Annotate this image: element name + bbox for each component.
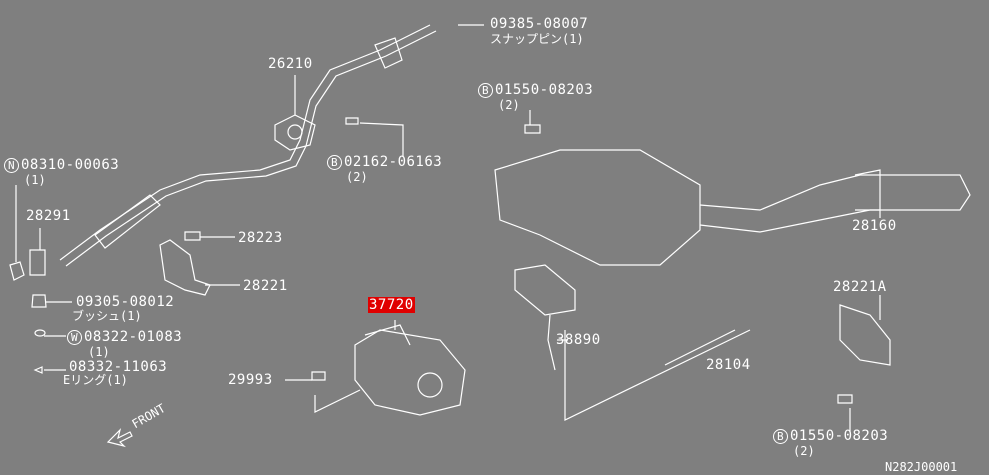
leader-lines bbox=[15, 24, 881, 432]
part-number-09305-08012[interactable]: 09305-08012 bbox=[76, 294, 175, 310]
part-number-text: 01550-08203 bbox=[495, 82, 594, 98]
part-number-09385-08007[interactable]: 09385-08007 bbox=[490, 16, 589, 32]
part-qty: (2) bbox=[498, 98, 520, 112]
w-circle-icon: W bbox=[67, 330, 82, 345]
part-number-text: 01550-08203 bbox=[790, 428, 889, 444]
switch-37720-drawing bbox=[354, 324, 466, 416]
part-number-text: 08322-01083 bbox=[84, 329, 183, 345]
lever-assembly-drawing bbox=[494, 149, 971, 266]
highlighted-part-number: 37720 bbox=[368, 297, 415, 313]
part-number-37720[interactable]: 37720 bbox=[368, 297, 415, 313]
part-desc-snap-pin: スナップピン(1) bbox=[490, 32, 584, 46]
switch-38890-drawing bbox=[514, 264, 576, 371]
part-number-text: 08310-00063 bbox=[21, 157, 120, 173]
bracket-28221-drawing bbox=[159, 239, 211, 296]
diagram-code: N282J00001 bbox=[885, 460, 958, 474]
part-number-29993[interactable]: 29993 bbox=[228, 372, 273, 388]
part-number-28160[interactable]: 28160 bbox=[852, 218, 897, 234]
part-qty: (2) bbox=[346, 170, 368, 184]
part-number-28223[interactable]: 28223 bbox=[238, 230, 283, 246]
n-circle-icon: N bbox=[4, 158, 19, 173]
part-number-26210[interactable]: 26210 bbox=[268, 56, 313, 72]
front-arrow-icon bbox=[106, 428, 133, 448]
part-number-28221A[interactable]: 28221A bbox=[833, 279, 887, 295]
part-number-28104[interactable]: 28104 bbox=[706, 357, 751, 373]
part-number-text: 02162-06163 bbox=[344, 154, 443, 170]
b-circle-icon: B bbox=[478, 83, 493, 98]
part-qty: (1) bbox=[88, 345, 110, 359]
bracket-28221A-drawing bbox=[839, 304, 891, 366]
part-number-28291[interactable]: 28291 bbox=[26, 208, 71, 224]
part-desc-e-ring: Eリング(1) bbox=[63, 373, 128, 387]
part-number-28221[interactable]: 28221 bbox=[243, 278, 288, 294]
small-parts-drawing bbox=[9, 117, 853, 404]
part-qty: (1) bbox=[24, 173, 46, 187]
part-desc-bush: ブッシュ(1) bbox=[72, 309, 142, 323]
part-number-08332-11063[interactable]: 08332-11063 bbox=[69, 359, 168, 375]
b-circle-icon: B bbox=[327, 155, 342, 170]
part-number-38890[interactable]: 38890 bbox=[556, 332, 601, 348]
part-qty: (2) bbox=[793, 444, 815, 458]
b-circle-icon: B bbox=[773, 429, 788, 444]
